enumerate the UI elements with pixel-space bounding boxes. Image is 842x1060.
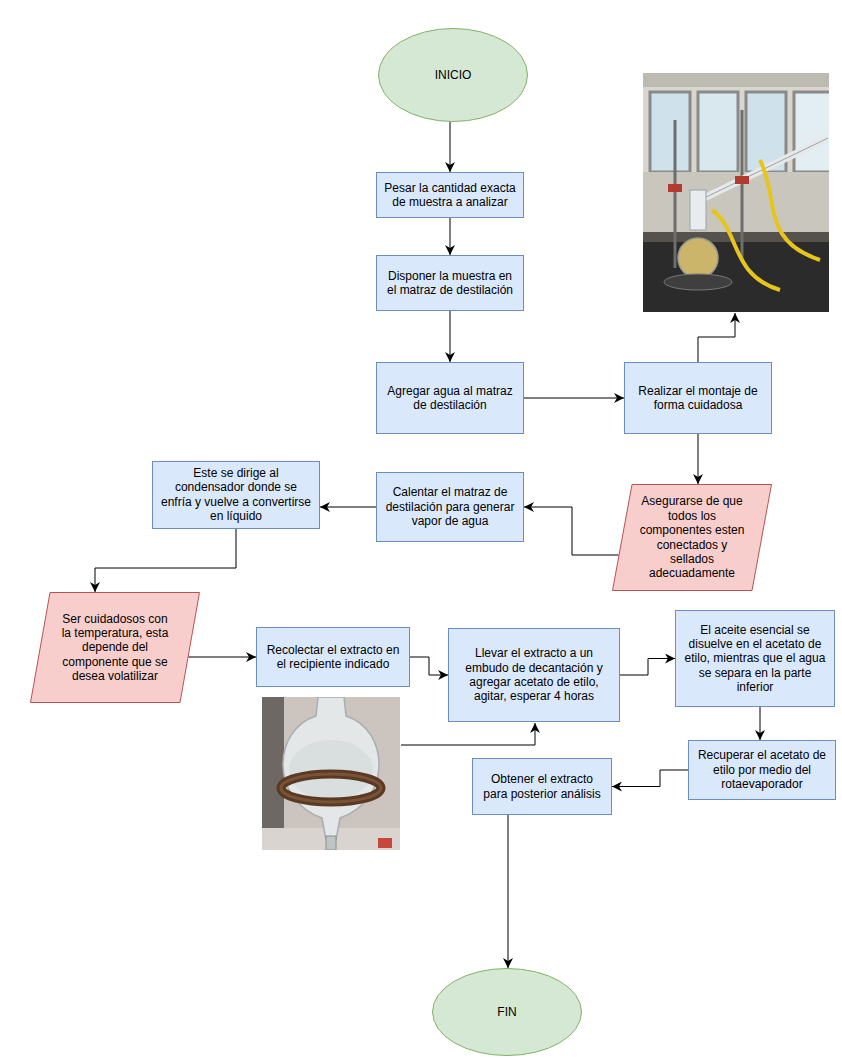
node-text: Ser cuidadosos con la temperatura, esta … [56,612,174,684]
node-text: Obtener el extracto para posterior análi… [479,772,605,801]
process-box: Recolectar el extracto en el recipiente … [256,627,410,687]
process-box: Agregar agua al matraz de destilación [376,362,524,434]
flow-arrow [524,398,624,399]
node-text: Asegurarse de que todos los componentes … [638,494,746,580]
node-text: Llevar el extracto a un embudo de decant… [455,646,613,704]
terminal-ellipse [433,969,582,1056]
terminal-ellipse [379,29,528,122]
flow-arrow [188,657,256,658]
flow-arrow [450,218,451,255]
flow-arrow [524,507,619,555]
flow-arrow [760,707,761,740]
node-text: Realizar el montaje de forma cuidadosa [631,384,765,413]
process-box: Calentar el matraz de destilación para g… [376,472,524,542]
node-text: INICIO [435,68,472,82]
node-text: Pesar la cantidad exacta de muestra a an… [383,181,517,210]
photo-arrow [401,723,535,745]
start-ellipse: INICIO [378,28,528,122]
flow-arrow [450,122,451,172]
process-box: El aceite esencial se disuelve en el ace… [675,610,835,707]
process-box: Disponer la muestra en el matraz de dest… [376,255,524,311]
flow-arrow [320,507,376,508]
process-box: Recuperar el acetato de etilo por medio … [688,740,836,800]
flow-arrow [620,659,675,676]
process-box: Realizar el montaje de forma cuidadosa [624,362,772,434]
node-text: Este se dirige al condensador donde se e… [159,466,313,524]
note-parallelogram-outline [613,485,772,591]
note-parallelogram-outline [31,593,200,703]
photo-arrow [698,313,735,362]
node-text: Recuperar el acetato de etilo por medio … [695,748,829,791]
lab-photo [643,73,829,312]
flow-arrow [450,311,451,362]
node-text: El aceite esencial se disuelve en el ace… [682,623,828,695]
node-text: Disponer la muestra en el matraz de dest… [383,269,517,298]
note-parallelogram: Asegurarse de que todos los componentes … [612,484,772,591]
flow-arrow [95,529,236,593]
process-box: Pesar la cantidad exacta de muestra a an… [376,172,524,218]
flow-arrow [410,657,448,675]
process-box: Llevar el extracto a un embudo de decant… [448,628,620,722]
process-box: Este se dirige al condensador donde se e… [152,461,320,529]
flow-arrow [612,770,688,787]
node-text: Calentar el matraz de destilación para g… [383,485,517,528]
flow-arrow [698,434,699,484]
node-text: Recolectar el extracto en el recipiente … [263,643,403,672]
node-text: Agregar agua al matraz de destilación [383,384,517,413]
process-box: Obtener el extracto para posterior análi… [472,758,612,815]
end-ellipse: FIN [432,968,582,1056]
node-text: FIN [497,1005,516,1019]
flow-arrow [508,815,509,968]
note-parallelogram: Ser cuidadosos con la temperatura, esta … [30,592,200,703]
funnel-photo [262,697,400,850]
